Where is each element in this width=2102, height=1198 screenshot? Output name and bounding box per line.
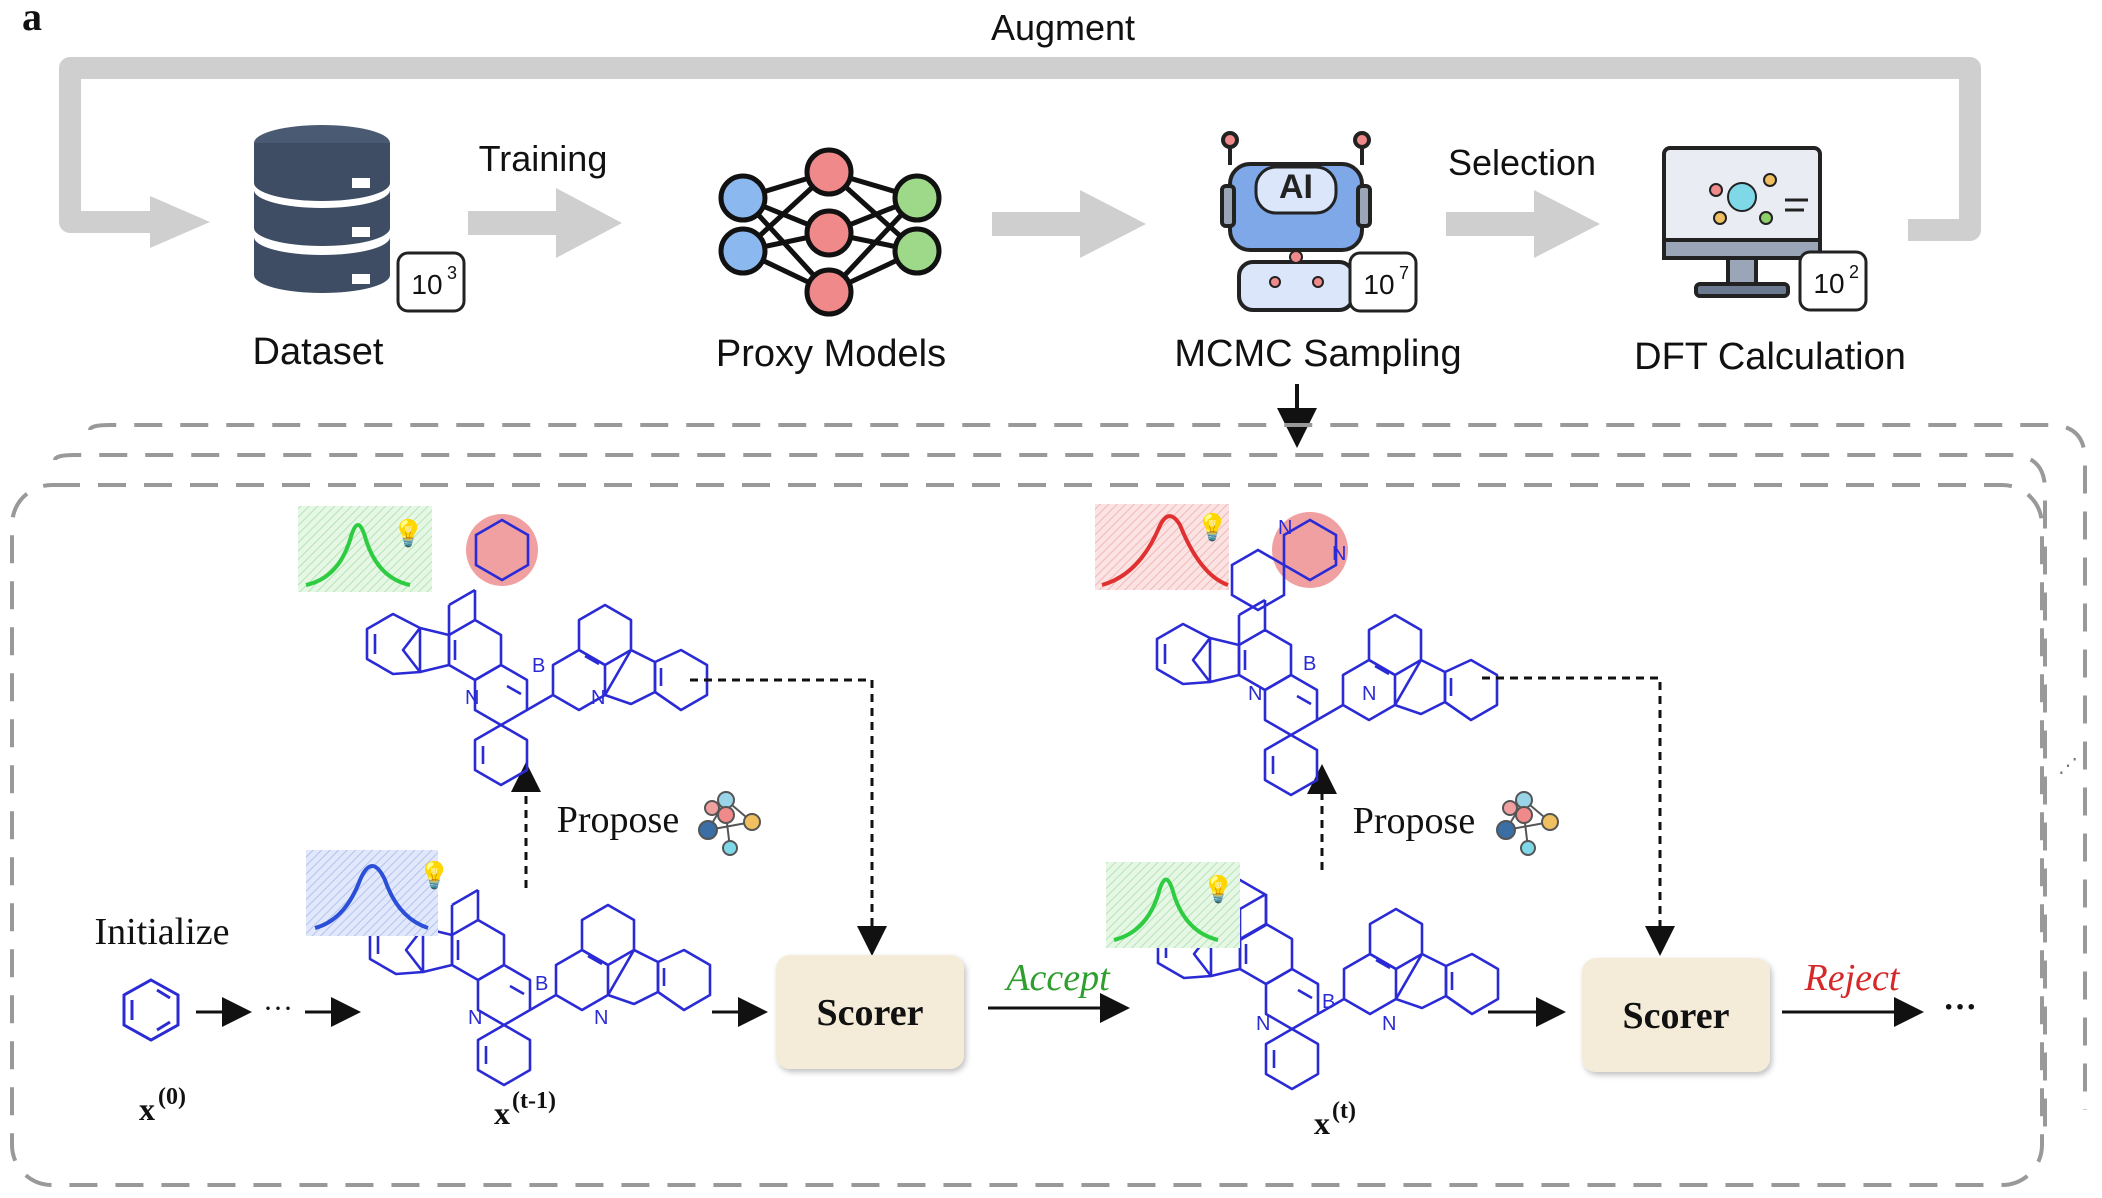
reject-ellipsis: ··· (1943, 989, 1977, 1026)
scorer-box-2 (1582, 958, 1770, 1072)
lightbulb-icon: 💡 (392, 518, 424, 548)
dist-green-1: 💡 (298, 506, 432, 592)
scorer-label-2: Scorer (1623, 995, 1730, 1037)
computer-dft-icon (1662, 146, 1822, 298)
dist-red: 💡 (1095, 504, 1229, 590)
state-x0: x (139, 1091, 155, 1127)
scorer-label-1: Scorer (817, 992, 924, 1034)
state-xt: x (1314, 1105, 1330, 1141)
state-x0-sup: (0) (158, 1084, 186, 1110)
boron-atom-2: B (532, 655, 545, 677)
stacked-frames (10, 423, 2087, 1187)
scorer-box-1 (776, 955, 964, 1069)
reject-label: Reject (1804, 957, 1901, 999)
mcmc-count-exp: 7 (1399, 263, 1409, 283)
nitrogen-atom-3a: N (1256, 1013, 1270, 1035)
propose-label-1: Propose (557, 799, 679, 841)
selection-label: Selection (1448, 142, 1596, 183)
nitrogen-atom-4c: N (1248, 683, 1262, 705)
propose-label-2: Propose (1353, 800, 1475, 842)
robot-ai-icon (1220, 131, 1372, 312)
lightbulb-icon: 💡 (1196, 512, 1228, 542)
network-icon-2 (1496, 791, 1559, 856)
dataset-count-base: 10 (411, 269, 442, 300)
training-arrow (468, 188, 622, 258)
lightbulb-icon: 💡 (418, 860, 450, 890)
nitrogen-atom-3b: N (1382, 1013, 1396, 1035)
accept-label: Accept (1003, 957, 1111, 999)
nitrogen-atom-1b: N (594, 1007, 608, 1029)
state-xt-sup: (t) (1332, 1098, 1356, 1124)
nitrogen-atom-2a: N (465, 687, 479, 709)
dft-count-badge: 10 2 (1798, 250, 1868, 312)
initialize-label: Initialize (94, 911, 229, 953)
boron-atom-3: B (1322, 991, 1335, 1013)
dist-green-2: 💡 (1106, 862, 1240, 948)
dataset-count-exp: 3 (447, 263, 457, 283)
dist-blue: 💡 (306, 850, 450, 936)
nitrogen-atom-1a: N (468, 1007, 482, 1029)
mcmc-count-base: 10 (1363, 269, 1394, 300)
init-ellipsis: ··· (263, 992, 293, 1025)
mcmc-count-badge: 10 7 (1348, 251, 1418, 313)
augment-label: Augment (991, 7, 1135, 48)
benzene-molecule (122, 978, 180, 1042)
nitrogen-atom-4a: N (1278, 517, 1292, 539)
augment-loop-arrow (59, 57, 1981, 248)
state-xt1: x (494, 1095, 510, 1131)
robot-ai-text: AI (1279, 168, 1313, 206)
proxy-models-label: Proxy Models (716, 333, 946, 375)
selection-arrow (1446, 190, 1600, 258)
dft-count-base: 10 (1813, 268, 1844, 299)
nitrogen-atom-4b: N (1332, 543, 1346, 565)
proposed-molecule-1 (365, 514, 709, 787)
frames-ellipsis: ⋰ (2058, 755, 2078, 777)
nitrogen-atom-2b: N (591, 687, 605, 709)
database-icon (254, 125, 390, 293)
nitrogen-atom-4d: N (1362, 683, 1376, 705)
proxy-to-mcmc-arrow (992, 190, 1146, 258)
training-label: Training (479, 138, 608, 179)
boron-atom-4: B (1303, 653, 1316, 675)
dataset-count-badge: 10 3 (396, 251, 466, 313)
dataset-label: Dataset (253, 331, 384, 373)
dft-calculation-label: DFT Calculation (1634, 336, 1906, 378)
proposed-molecule-2 (1155, 512, 1499, 797)
neural-network-icon (718, 147, 942, 317)
dft-count-exp: 2 (1849, 262, 1859, 282)
proposal-to-scorer-1 (690, 678, 887, 956)
boron-atom-1: B (535, 973, 548, 995)
network-icon-1 (698, 791, 761, 856)
panel-label: a (22, 0, 42, 39)
state-xt1-sup: (t-1) (512, 1088, 556, 1114)
mcmc-sampling-label: MCMC Sampling (1174, 333, 1461, 375)
lightbulb-icon: 💡 (1202, 874, 1234, 904)
proposal-to-scorer-2 (1482, 676, 1675, 956)
